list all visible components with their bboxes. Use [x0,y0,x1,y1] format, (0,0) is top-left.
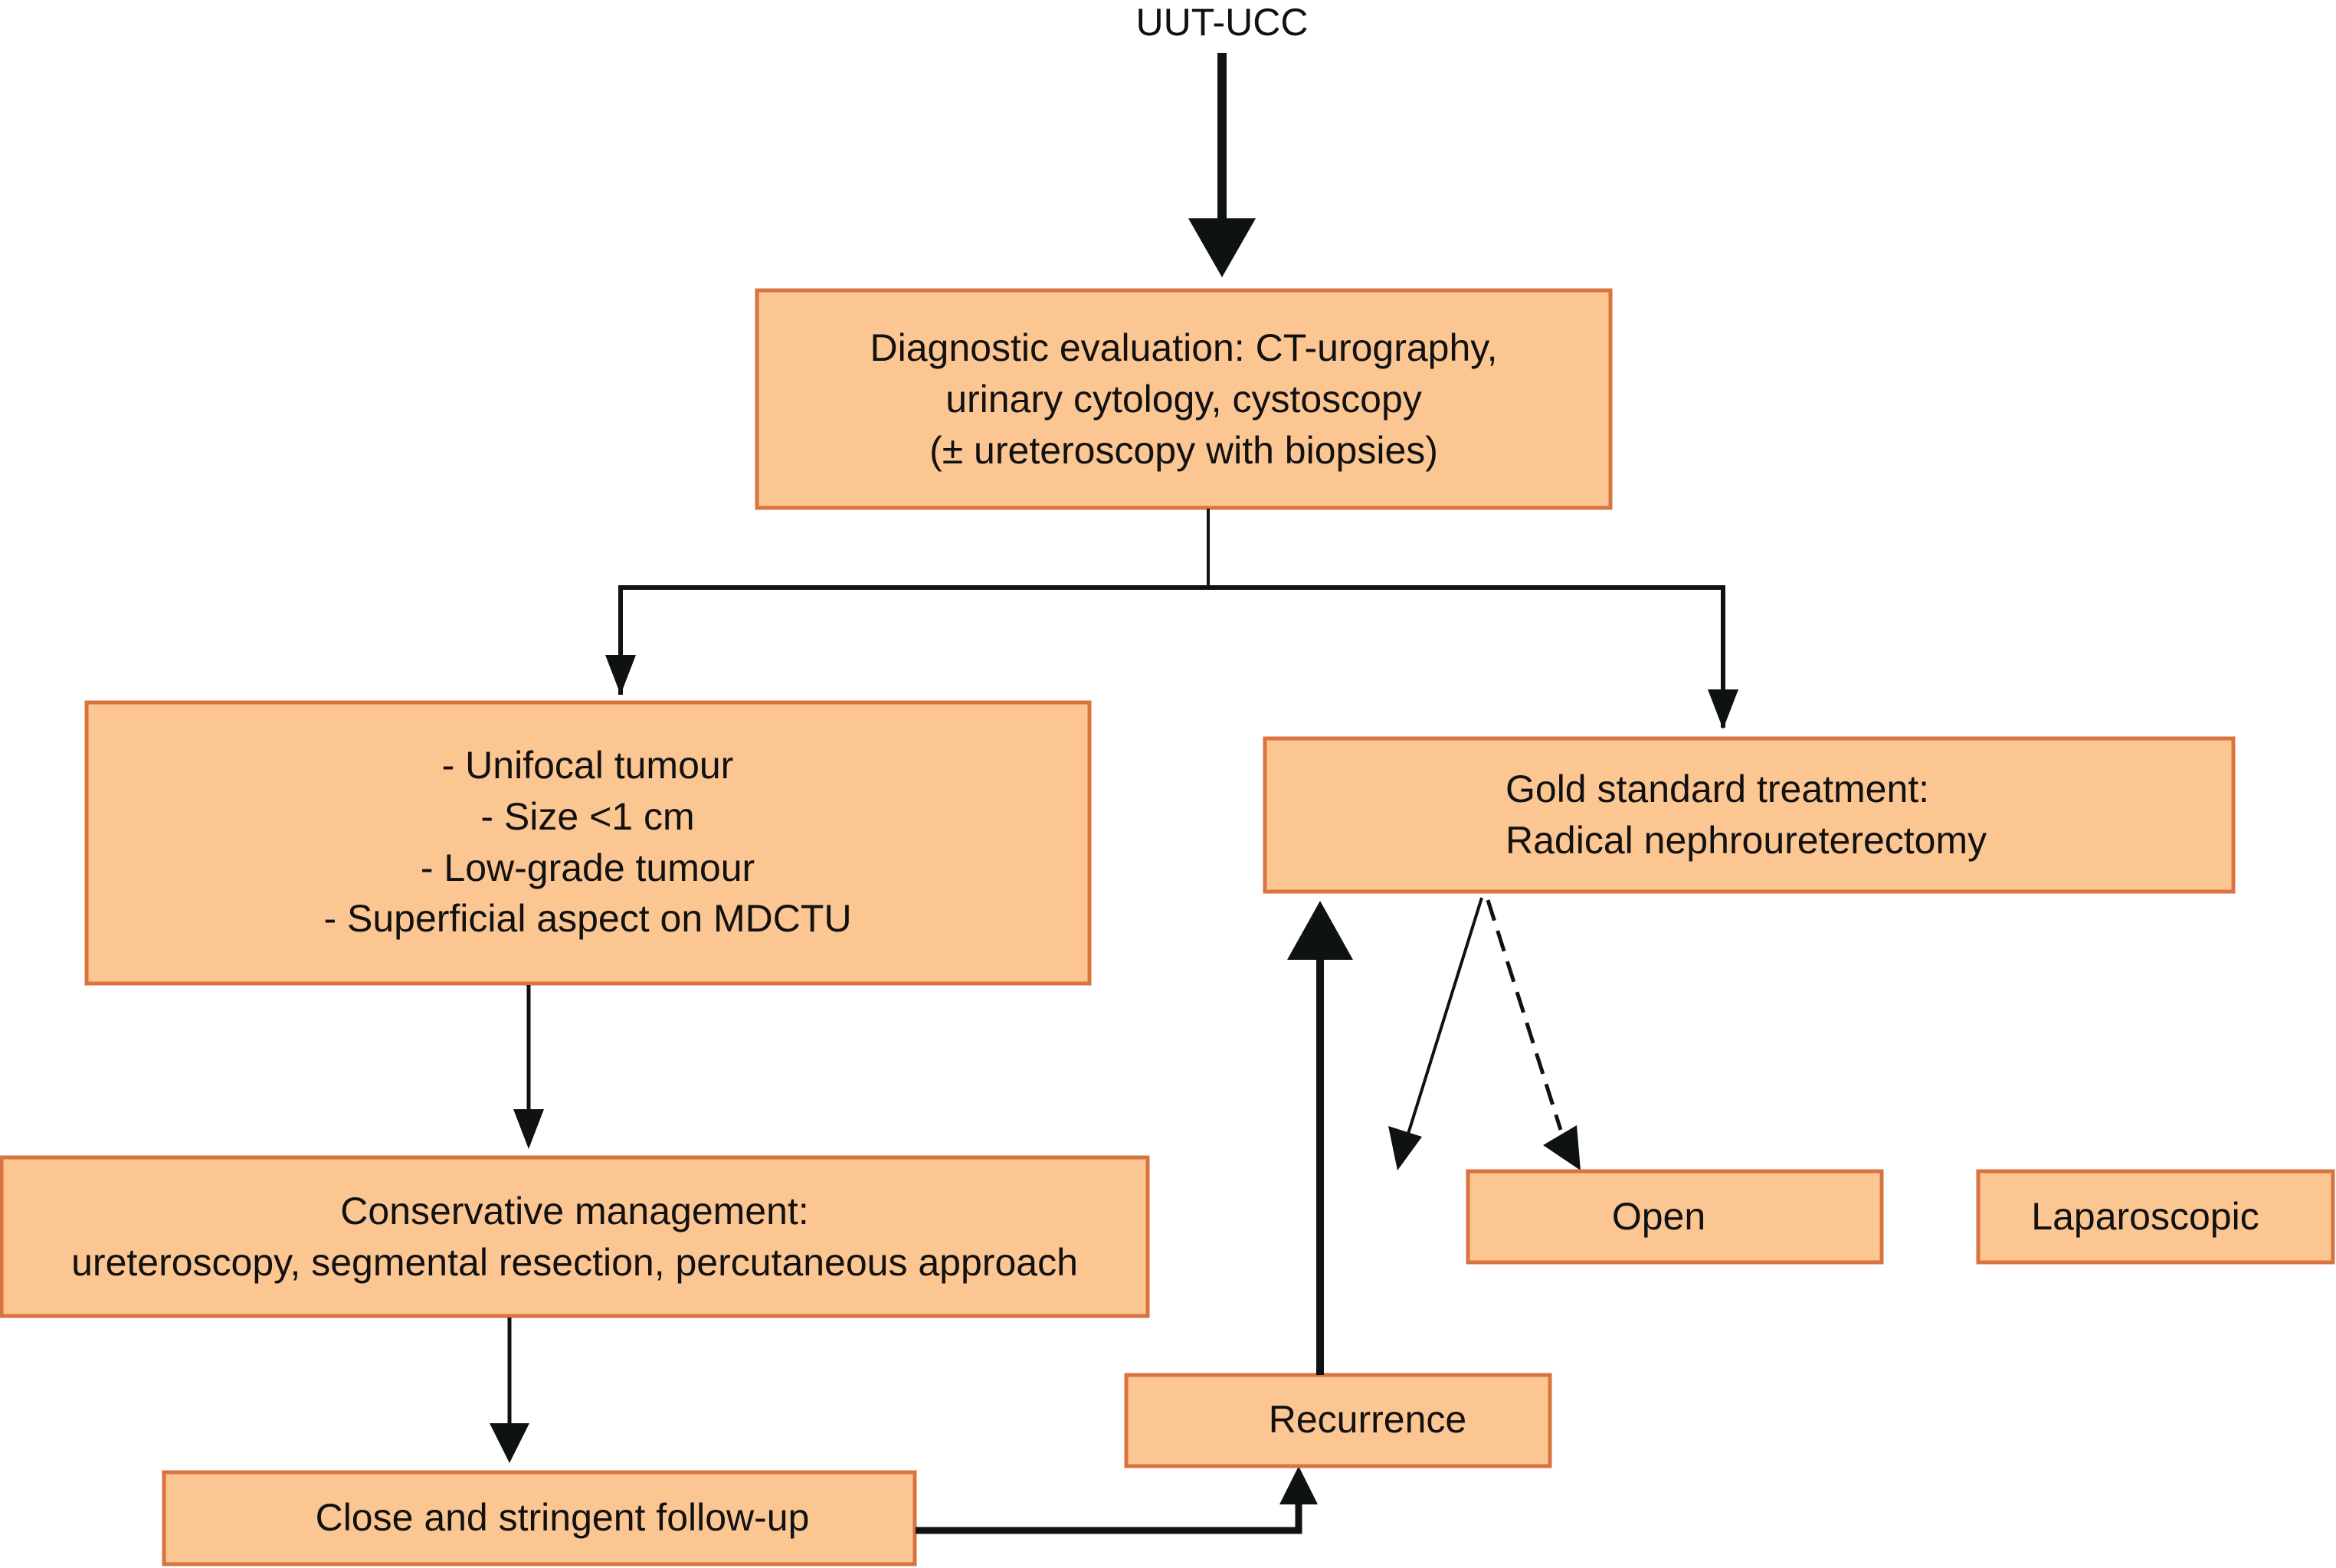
edge-title-to-diagnostic [1188,53,1256,277]
node-conservative: Conservative management: ureteroscopy, s… [0,1155,1150,1318]
node-gold-standard-line-2: Radical nephroureterectomy [1505,819,1987,862]
node-criteria-line-1: - Unifocal tumour [442,744,734,787]
node-diagnostic-line-2: urinary cytology, cystoscopy [945,378,1422,421]
edge-criteria-to-conservative [513,985,544,1149]
node-criteria: - Unifocal tumour - Size <1 cm - Low-gra… [84,700,1092,986]
node-diagnostic-line-3: (± ureteroscopy with biopsies) [929,429,1438,472]
edge-diagnostic-branch [605,509,1738,729]
node-criteria-line-3: - Low-grade tumour [421,846,755,889]
node-open: Open [1466,1169,1884,1265]
node-recurrence: Recurrence [1124,1373,1552,1468]
node-laparoscopic-line-1: Laparoscopic [2031,1195,2259,1238]
node-follow-up-line-1: Close and stringent follow-up [316,1496,810,1539]
edge-gold-standard-to-open [1388,897,1483,1170]
node-gold-standard: Gold standard treatment: Radical nephrou… [1263,736,2236,894]
node-criteria-line-4: - Superficial aspect on MDCTU [323,897,851,940]
edge-gold-standard-to-laparoscopic [1486,899,1581,1170]
edge-follow-up-to-recurrence [916,1466,1318,1534]
node-open-line-1: Open [1612,1195,1705,1238]
node-follow-up: Close and stringent follow-up [162,1470,917,1566]
node-diagnostic: Diagnostic evaluation: CT-urography, uri… [755,288,1613,510]
edge-conservative-to-follow-up [490,1318,529,1463]
node-criteria-line-2: - Size <1 cm [480,795,694,838]
node-laparoscopic: Laparoscopic [1976,1169,2335,1265]
node-recurrence-line-1: Recurrence [1269,1398,1466,1441]
edge-recurrence-to-gold-standard [1287,901,1353,1375]
node-gold-standard-line-1: Gold standard treatment: [1505,768,1929,810]
flowchart-title: UUT-UCC [1136,1,1309,44]
node-conservative-line-1: Conservative management: [340,1190,808,1232]
node-conservative-line-2: ureteroscopy, segmental resection, percu… [71,1241,1078,1284]
node-diagnostic-line-1: Diagnostic evaluation: CT-urography, [870,326,1498,369]
